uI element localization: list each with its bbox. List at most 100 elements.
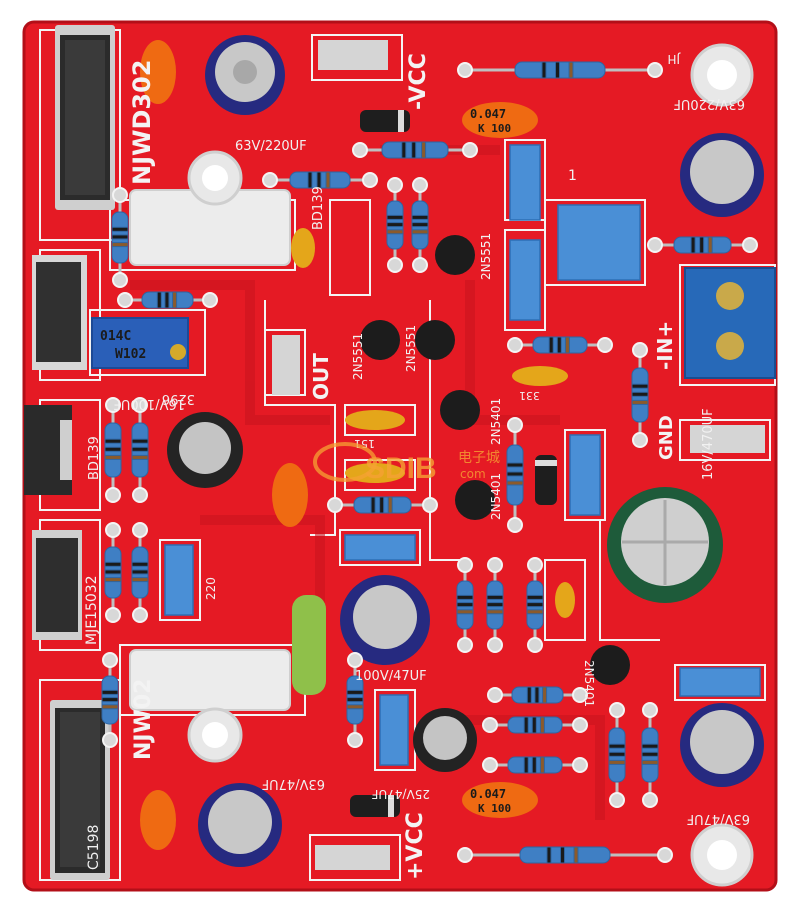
resistor-band [541,61,547,79]
solder-pad [462,142,478,158]
to92-transistors [360,235,630,685]
resistor-band [506,471,524,477]
resistor-band [608,743,626,749]
resistor-band [379,496,385,514]
resistor-band [131,454,149,460]
resistor-band [411,222,429,228]
solder-pad [132,487,148,503]
resistor-band [548,336,554,354]
fuse-clip-bottom [315,845,390,870]
resistor-band [523,716,529,734]
resistor-band [101,697,119,703]
axial-resistors [101,61,758,864]
watermark-text: SDIB [365,452,437,485]
label-film-top: 0.047 [470,107,506,121]
resistor-band [631,383,649,389]
label-2n5401-b: 2N5401 [489,473,503,520]
label-in: -IN+ [653,321,677,370]
resistor-band [486,609,504,615]
resistor-band [631,399,649,405]
label-trim-code: 3296 [162,391,195,406]
solder-pad [457,557,473,573]
label-mje15032: MJE15032 [84,575,100,645]
label-cap-100v47uf: 100V/47UF [355,669,427,684]
resistor-band [111,226,129,232]
label-njw02: NJW02 [131,679,156,760]
solder-pad [527,637,543,653]
resistor-band [526,602,544,608]
resistor-band [307,171,313,189]
solder-pad [105,397,121,413]
resistor-band [539,756,545,774]
solder-pad [387,257,403,273]
solder-pad [457,637,473,653]
solder-pad [487,637,503,653]
solder-pad [132,607,148,623]
resistor-band [568,61,574,79]
label-331: 331 [519,389,540,402]
solder-pad [507,417,523,433]
label-out: OUT [309,353,333,400]
solder-pad [742,237,758,253]
label-trim-bottom: W102 [115,347,146,362]
fuse-out [272,335,300,395]
resistor-band [104,561,122,567]
resistor-band [486,594,504,600]
label-film-bottom-k: K 100 [478,802,511,815]
label-bd139-left: BD139 [87,436,102,480]
resistor-band [506,462,524,468]
resistor-band [486,602,504,608]
resistor-band [104,446,122,452]
resistor-band [346,689,364,695]
label-220: 220 [204,577,218,600]
label-2n5551-a: 2N5551 [479,233,493,280]
label-2n5551-b: 2N5551 [351,333,365,380]
resistor-band [104,438,122,444]
solder-pad [487,687,503,703]
power-transistor-bottom [50,700,110,880]
label-cap-16v100uf: 16V/100UF [113,396,185,411]
solder-pad [487,557,503,573]
solder-pad [422,497,438,513]
solder-pad [347,732,363,748]
label-cap-16v470uf: 16V/470UF [701,408,716,480]
electrolytic-cap-16v100 [167,412,243,488]
resistor-band [560,846,565,864]
resistor-band [386,214,404,220]
resistor-band [707,236,713,254]
resistor-band [526,609,544,615]
film-cap-top [462,102,538,138]
resistor-band [608,759,626,765]
label-2n5401-a: 2N5401 [489,398,503,445]
resistor-band [456,609,474,615]
solder-pad [362,172,378,188]
resistor-band [421,141,427,159]
film-cap-bottom [462,782,538,818]
resistor-band [131,569,149,575]
resistor-band [411,229,429,235]
resistor-band [131,577,149,583]
solder-pad [347,652,363,668]
resistor-band [401,141,407,159]
resistor-band [411,141,417,159]
solder-pad [262,172,278,188]
solder-pad [572,687,588,703]
watermark-logo: SDIB 电子城 com [313,442,500,485]
label-c5198: C5198 [86,825,102,870]
solder-pad [202,292,218,308]
resistor-band [370,496,376,514]
solder-pad [327,497,343,513]
solder-pad [412,177,428,193]
label-num-1: 1 [568,168,577,184]
resistor-band [534,686,540,704]
green-resistor [292,595,326,695]
resistor-band [539,716,545,734]
label-cap-63v220uf-top: 63V/220UF [235,139,307,154]
electrolytic-cap-top-left [205,35,285,115]
resistor-band [690,236,696,254]
solder-pad [507,337,523,353]
solder-pad [105,487,121,503]
resistor-band [325,171,331,189]
resistor-band [456,602,474,608]
solder-pad [102,732,118,748]
